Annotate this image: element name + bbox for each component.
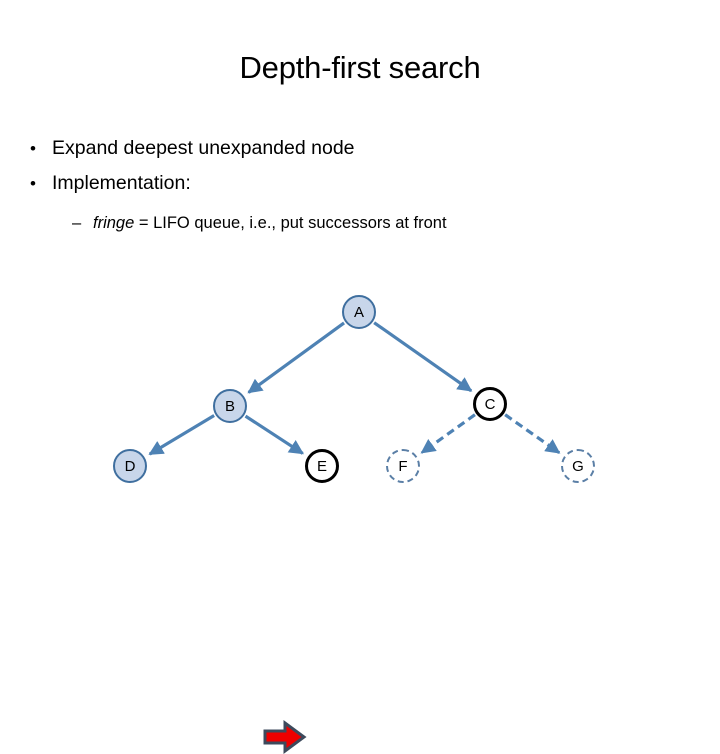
bullet-text: Expand deepest unexpanded node [52,137,355,159]
red-right-arrow-icon [263,720,307,754]
tree-node-e[interactable]: E [305,449,339,483]
tree-node-label: B [224,397,235,415]
tree-edge-c-g [504,413,561,455]
sub-bullet-italic-term: fringe [93,214,135,232]
tree-node-label: D [124,457,136,475]
sub-bullet-item-fringe: – fringe = LIFO queue, i.e., put success… [72,207,690,239]
tree-edge-a-c [373,321,473,393]
tree-node-c[interactable]: C [473,387,507,421]
tree-edge-c-f [420,413,476,454]
tree-node-g[interactable]: G [561,449,595,483]
tree-edge-b-d [148,414,215,456]
page-title: Depth-first search [239,50,481,85]
bullet-text: Implementation: [52,172,191,194]
sub-bullet-text: fringe = LIFO queue, i.e., put successor… [93,207,447,239]
tree-node-label: E [316,457,327,475]
dash-marker-icon: – [72,214,82,232]
bullet-marker-icon: • [30,174,36,193]
search-tree-diagram: A B C D E F G [0,270,720,754]
tree-node-d[interactable]: D [113,449,147,483]
tree-node-label: A [353,303,364,321]
slide-canvas: Depth-first search • Expand deepest unex… [0,50,720,754]
tree-node-label: C [484,395,496,413]
tree-edges-layer [148,321,561,456]
bullet-marker-icon: • [30,139,36,158]
tree-edge-group [148,321,561,456]
bullet-list: • Expand deepest unexpanded node • Imple… [30,131,690,239]
bullet-item-implementation: • Implementation: [30,166,690,201]
tree-node-b[interactable]: B [213,389,247,423]
tree-edge-b-e [244,414,304,455]
tree-node-label: G [572,457,584,475]
tree-node-f[interactable]: F [386,449,420,483]
tree-node-label: F [398,457,408,475]
tree-edge-a-b [247,321,345,394]
bullet-item-expand-deepest: • Expand deepest unexpanded node [30,131,690,166]
sub-bullet-rest: = LIFO queue, i.e., put successors at fr… [134,214,447,232]
tree-node-a[interactable]: A [342,295,376,329]
